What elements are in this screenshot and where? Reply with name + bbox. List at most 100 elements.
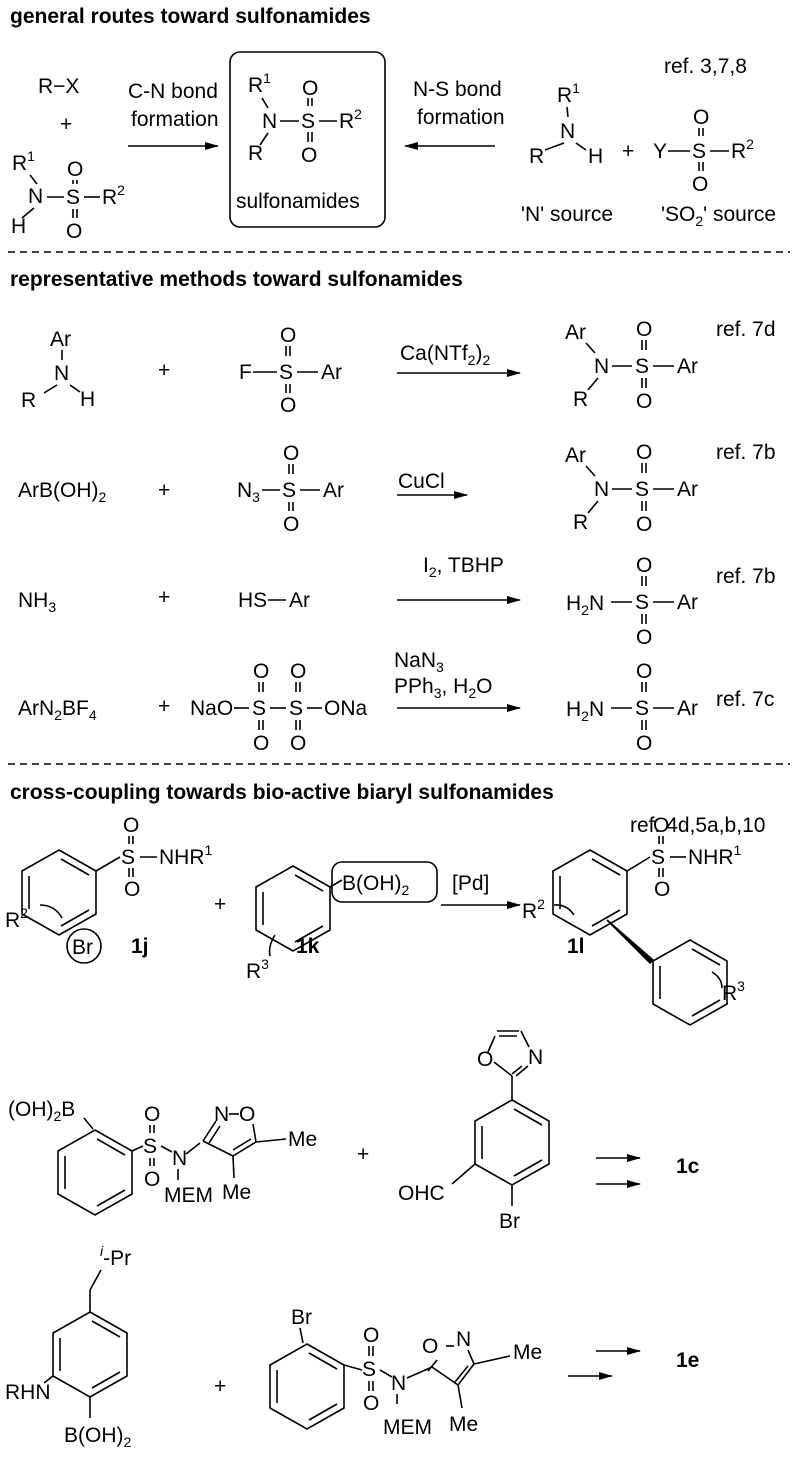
compound-oxazolyl-aldehyde: O N OHC Br <box>398 1030 550 1233</box>
svg-text:O: O <box>253 732 269 755</box>
svg-text:O: O <box>280 394 296 417</box>
svg-text:R: R <box>21 389 36 412</box>
svg-text:O: O <box>636 554 652 577</box>
svg-text:MEM: MEM <box>383 1416 432 1439</box>
svg-text:O: O <box>283 442 299 465</box>
svg-text:O: O <box>363 1392 379 1415</box>
svg-text:O: O <box>253 660 269 683</box>
svg-text:i-Pr: i-Pr <box>100 1243 131 1270</box>
svg-text:S: S <box>66 186 80 209</box>
section-title-methods: representative methods toward sulfonamid… <box>10 268 463 291</box>
svg-text:R1: R1 <box>248 70 271 97</box>
reagent-cucl: CuCl <box>398 470 445 493</box>
svg-text:ArN2BF4: ArN2BF4 <box>18 697 97 723</box>
svg-text:HS: HS <box>238 589 267 612</box>
rx-label: R−X <box>38 75 79 98</box>
svg-text:R: R <box>248 142 263 165</box>
svg-text:Br: Br <box>499 1210 520 1233</box>
svg-text:+: + <box>60 113 72 136</box>
svg-text:R1: R1 <box>12 148 35 175</box>
ref-7b: ref. 7b <box>716 565 776 588</box>
svg-text:O: O <box>144 1103 160 1126</box>
svg-text:R: R <box>573 511 588 534</box>
svg-text:S: S <box>692 140 706 163</box>
svg-text:O: O <box>124 878 140 901</box>
svg-text:O: O <box>477 1048 493 1071</box>
svg-text:N: N <box>528 1046 543 1069</box>
pd-catalyst: [Pd] <box>452 872 489 895</box>
svg-text:RHN: RHN <box>5 1381 51 1404</box>
svg-text:S: S <box>362 1358 376 1381</box>
ref-7d: ref. 7d <box>716 318 776 341</box>
svg-text:N: N <box>456 1328 471 1351</box>
svg-text:O: O <box>636 732 652 755</box>
svg-text:R2: R2 <box>731 136 754 163</box>
svg-text:Me: Me <box>449 1413 478 1436</box>
svg-text:O: O <box>144 1168 160 1191</box>
svg-text:O: O <box>239 1103 255 1126</box>
central-sulfonamide-box: R1 N R S O O R2 sulfonamides <box>229 51 386 228</box>
compound-bromo-sulfonamide: Br S O O N MEM O N Me Me <box>269 1306 542 1439</box>
label-1j: 1j <box>131 935 149 958</box>
svg-text:Ar: Ar <box>50 328 71 351</box>
method-row-1: Ar N R H + F S O O Ar Ca(NTf2)2 Ar N R S… <box>21 318 776 417</box>
svg-text:O: O <box>363 1324 379 1347</box>
svg-text:+: + <box>158 586 170 609</box>
compound-1j: S O O NHR1 R2 Br 1j <box>5 814 213 964</box>
svg-text:R2: R2 <box>102 182 125 209</box>
svg-text:Me: Me <box>288 1128 317 1151</box>
svg-text:R2: R2 <box>522 896 545 923</box>
svg-text:R2: R2 <box>339 106 362 133</box>
svg-text:N: N <box>214 1103 229 1126</box>
svg-text:S: S <box>301 110 315 133</box>
cn-bond-label: C-N bond <box>128 80 218 103</box>
svg-text:ArB(OH)2: ArB(OH)2 <box>18 479 107 505</box>
compound-1k: B(OH)2 R3 1k <box>246 861 438 983</box>
svg-text:N: N <box>54 362 69 385</box>
svg-text:O: O <box>301 144 317 167</box>
svg-text:B(OH)2: B(OH)2 <box>342 872 410 898</box>
svg-text:O: O <box>67 158 83 181</box>
amine-n-source: R1 N R H + <box>529 80 634 168</box>
svg-text:H: H <box>80 388 95 411</box>
svg-text:(OH)2B: (OH)2B <box>8 1098 75 1124</box>
svg-text:R: R <box>573 388 588 411</box>
svg-text:S: S <box>279 361 293 384</box>
svg-text:R3: R3 <box>722 978 745 1005</box>
method-row-3: NH3 + HS Ar I2, TBHP H2N S O O Ar ref. 7… <box>18 554 776 649</box>
svg-text:O: O <box>290 660 306 683</box>
svg-text:Ar: Ar <box>677 591 698 614</box>
svg-text:NHR1: NHR1 <box>688 842 742 869</box>
method-row-2: ArB(OH)2 + N3 S O O Ar CuCl Ar N R S O O… <box>18 441 776 536</box>
svg-text:Ar: Ar <box>565 444 586 467</box>
svg-text:O: O <box>636 441 652 464</box>
ref-coupling: ref. 4d,5a,b,10 <box>630 814 765 837</box>
svg-text:Me: Me <box>222 1181 251 1204</box>
svg-text:S: S <box>143 1135 157 1158</box>
svg-text:Ar: Ar <box>677 478 698 501</box>
sulfonamides-label: sulfonamides <box>236 190 360 213</box>
svg-text:R1: R1 <box>557 80 580 107</box>
svg-text:Ar: Ar <box>323 479 344 502</box>
svg-text:O: O <box>422 1335 438 1358</box>
svg-text:S: S <box>651 846 665 869</box>
svg-text:O: O <box>66 220 82 243</box>
svg-text:O: O <box>636 626 652 649</box>
ref-8b: ref. 7b <box>716 441 776 464</box>
svg-text:+: + <box>158 359 170 382</box>
reagent-pph3-h2o: PPh3, H2O <box>394 675 492 701</box>
cn-formation-label: formation <box>131 108 219 131</box>
svg-text:O: O <box>636 318 652 341</box>
svg-text:S: S <box>252 697 266 720</box>
svg-text:Br: Br <box>291 1306 312 1329</box>
svg-text:+: + <box>158 695 170 718</box>
svg-text:Ar: Ar <box>321 361 342 384</box>
svg-text:Ar: Ar <box>565 321 586 344</box>
svg-text:S: S <box>635 355 649 378</box>
svg-text:S: S <box>635 697 649 720</box>
sulfonyl-so2-source: Y S O O R2 <box>653 106 754 196</box>
svg-text:NHR1: NHR1 <box>159 842 213 869</box>
svg-text:+: + <box>214 893 226 916</box>
svg-text:H: H <box>11 215 26 238</box>
